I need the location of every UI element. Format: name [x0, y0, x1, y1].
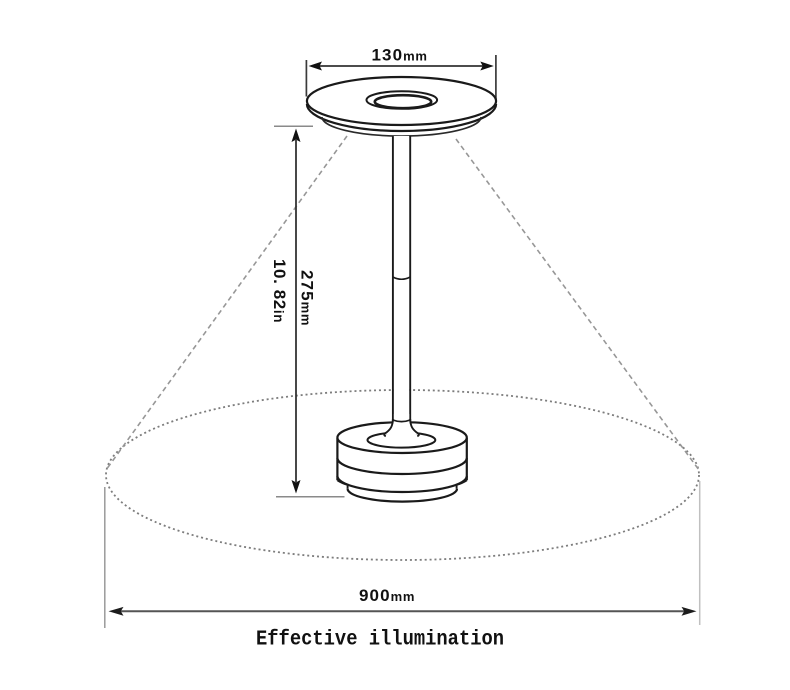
svg-text:275mm: 275mm — [298, 270, 317, 326]
svg-text:130mm: 130mm — [372, 46, 428, 65]
svg-text:Effective illumination: Effective illumination — [256, 627, 504, 651]
svg-text:900mm: 900mm — [359, 586, 415, 605]
svg-text:10. 82in: 10. 82in — [270, 259, 289, 323]
